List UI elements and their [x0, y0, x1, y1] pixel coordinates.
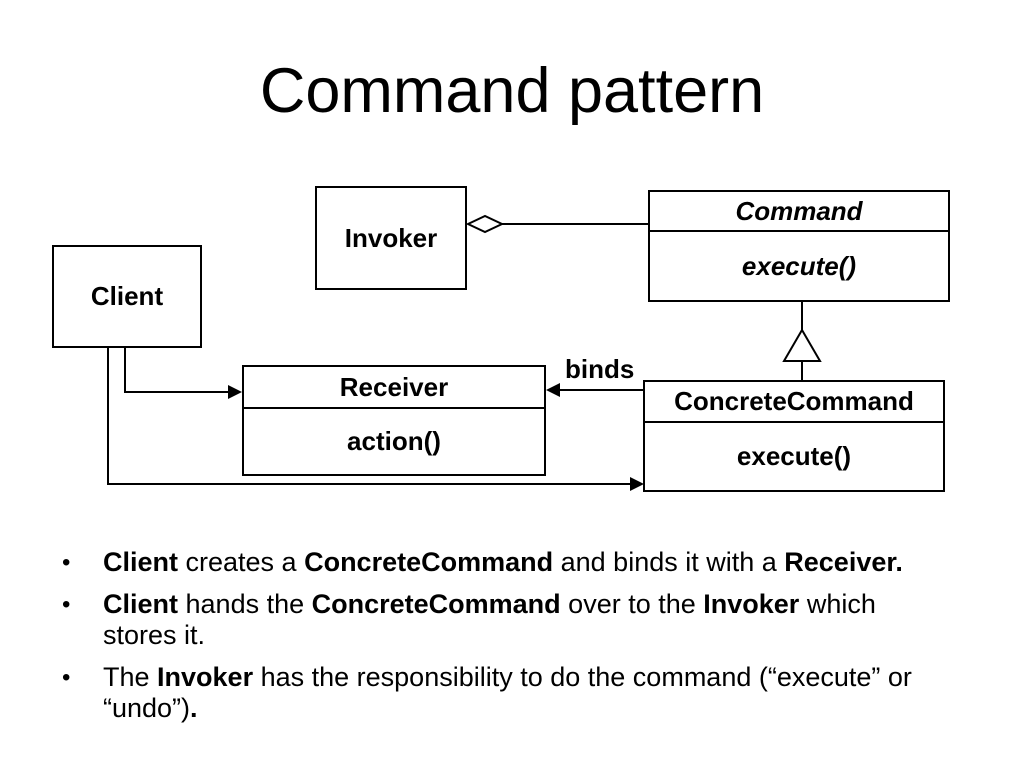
- bullet-marker-icon: •: [62, 591, 71, 618]
- bullet-item: • Client hands the ConcreteCommand over t…: [60, 589, 980, 651]
- class-box-receiver: Receiver action(): [242, 365, 546, 476]
- class-name-receiver: Receiver: [339, 371, 449, 402]
- method-concretecommand-execute: execute(): [736, 441, 852, 471]
- client-receiver-arrowhead-icon: [228, 385, 242, 399]
- class-name-client: Client: [90, 281, 164, 311]
- class-title-compartment: Command: [650, 192, 948, 232]
- aggregation-diamond-icon: [465, 214, 505, 234]
- bullet-text: Client hands the ConcreteCommand over to…: [103, 589, 876, 650]
- class-name-command: Command: [735, 195, 863, 226]
- slide-title: Command pattern: [259, 56, 765, 126]
- class-title-compartment: ConcreteCommand: [645, 382, 943, 423]
- client-receiver-line: [124, 348, 231, 393]
- class-name-invoker: Invoker: [344, 222, 438, 253]
- class-name-concretecommand: ConcreteCommand: [674, 386, 914, 416]
- client-concretecommand-arrowhead-icon: [630, 477, 644, 491]
- bullet-text: Client creates a ConcreteCommand and bin…: [103, 547, 903, 577]
- class-method-compartment: action(): [244, 409, 544, 474]
- binds-arrowhead-icon: [546, 383, 560, 397]
- client-concretecommand-line: [107, 348, 633, 485]
- bullet-text: The Invoker has the responsibility to do…: [103, 662, 912, 723]
- bullet-list: • Client creates a ConcreteCommand and bi…: [60, 547, 980, 735]
- class-box-concretecommand: ConcreteCommand execute(): [643, 380, 945, 492]
- class-method-compartment: execute(): [650, 232, 948, 300]
- class-title-compartment: Receiver: [244, 367, 544, 409]
- method-command-execute: execute(): [741, 250, 857, 281]
- class-box-invoker: Invoker: [315, 186, 467, 290]
- inheritance-triangle-icon: [782, 328, 822, 362]
- method-receiver-action: action(): [347, 426, 441, 456]
- bullet-marker-icon: •: [62, 549, 71, 576]
- bullet-item: • Client creates a ConcreteCommand and bi…: [60, 547, 980, 578]
- bullet-marker-icon: •: [62, 664, 71, 691]
- class-box-client: Client: [52, 245, 202, 348]
- class-method-compartment: execute(): [645, 423, 943, 490]
- class-box-command: Command execute(): [648, 190, 950, 302]
- binds-label: binds: [565, 354, 635, 384]
- bullet-item: • The Invoker has the responsibility to d…: [60, 662, 980, 724]
